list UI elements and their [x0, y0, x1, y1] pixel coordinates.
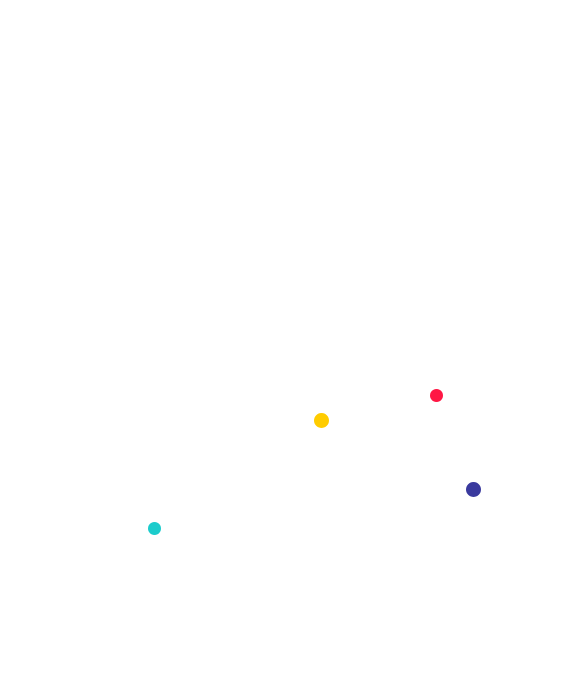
teal-dot [148, 522, 161, 535]
red-dot [430, 389, 443, 402]
yellow-dot [314, 413, 329, 428]
navy-dot [466, 482, 481, 497]
